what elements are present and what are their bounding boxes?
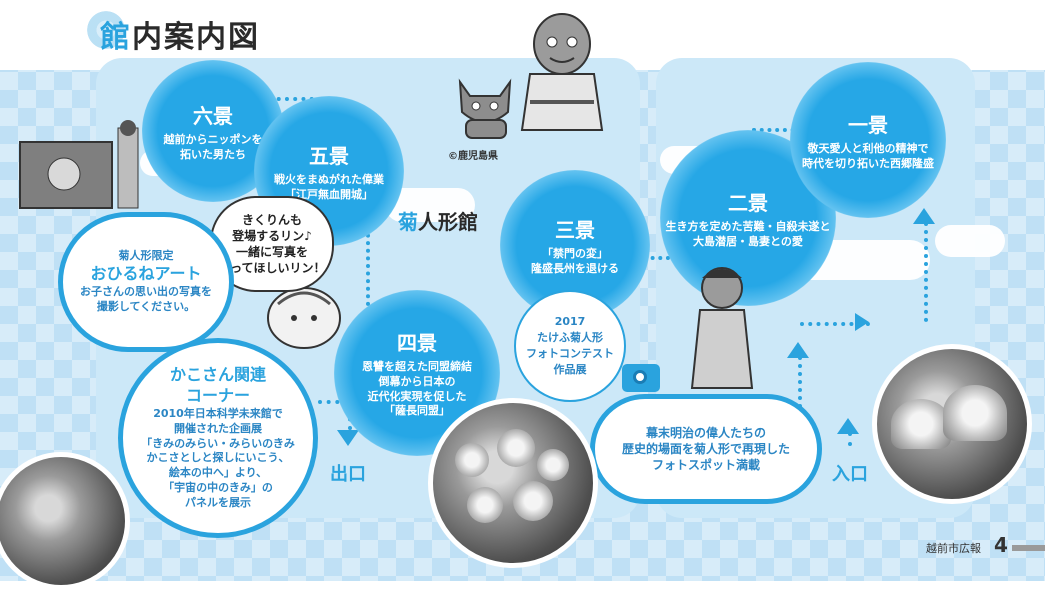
hall-name: 菊人形館 (398, 210, 478, 234)
route-arrow-right-icon (855, 313, 869, 331)
route-line (318, 400, 348, 404)
route-line (366, 226, 370, 306)
samurai-character-illustration (686, 262, 758, 392)
copyright-credit: ©鹿児島県 (448, 151, 498, 162)
route-line (800, 322, 870, 326)
footer-bar (1012, 545, 1045, 551)
saigo-character-illustration (512, 10, 612, 140)
chrysanthemum-dome-photo (872, 344, 1032, 504)
photographer-illustration (18, 120, 146, 216)
entrance-label: 入口 (832, 464, 868, 485)
exhibit-panel-photo (0, 452, 130, 590)
scene-1-bubble: 一景 敬天愛人と利他の精神で 時代を切り拓いた西郷隆盛 (790, 62, 946, 218)
kikurin-character-illustration (262, 282, 346, 352)
page-number: 4 (994, 533, 1008, 557)
dog-character-illustration (452, 72, 518, 142)
route-line (252, 97, 322, 101)
photo-contest-circle: 2017 たけふ菊人形 フォトコンテスト 作品展 (514, 290, 626, 402)
route-line (848, 432, 852, 446)
entrance-arrow-icon (837, 418, 859, 434)
photo-spot-circle: 幕末明治の偉人たちの 歴史的場面を菊人形で再現した フォトスポット満載 (590, 394, 822, 504)
page-title: 館内案内図 (100, 20, 260, 55)
chrysanthemum-photo (428, 398, 598, 568)
exit-label: 出口 (330, 464, 366, 485)
cloud-decoration (935, 225, 1005, 257)
camera-icon (622, 364, 660, 392)
chrysanthemum-icon (84, 8, 128, 52)
publication-name: 越前市広報 (926, 542, 981, 555)
exit-arrow-icon (337, 430, 359, 446)
kakosan-corner-circle: かこさん関連 コーナー 2010年日本科学未来館で 開催された企画展 「きみのみ… (118, 338, 318, 538)
route-arrow-up-icon (787, 342, 809, 358)
route-line (924, 222, 928, 322)
route-arrow-up-icon (913, 208, 935, 224)
ohirune-art-circle: 菊人形限定 おひるねアート お子さんの思い出の写真を 撮影してください。 (58, 212, 234, 352)
route-line (798, 356, 802, 416)
